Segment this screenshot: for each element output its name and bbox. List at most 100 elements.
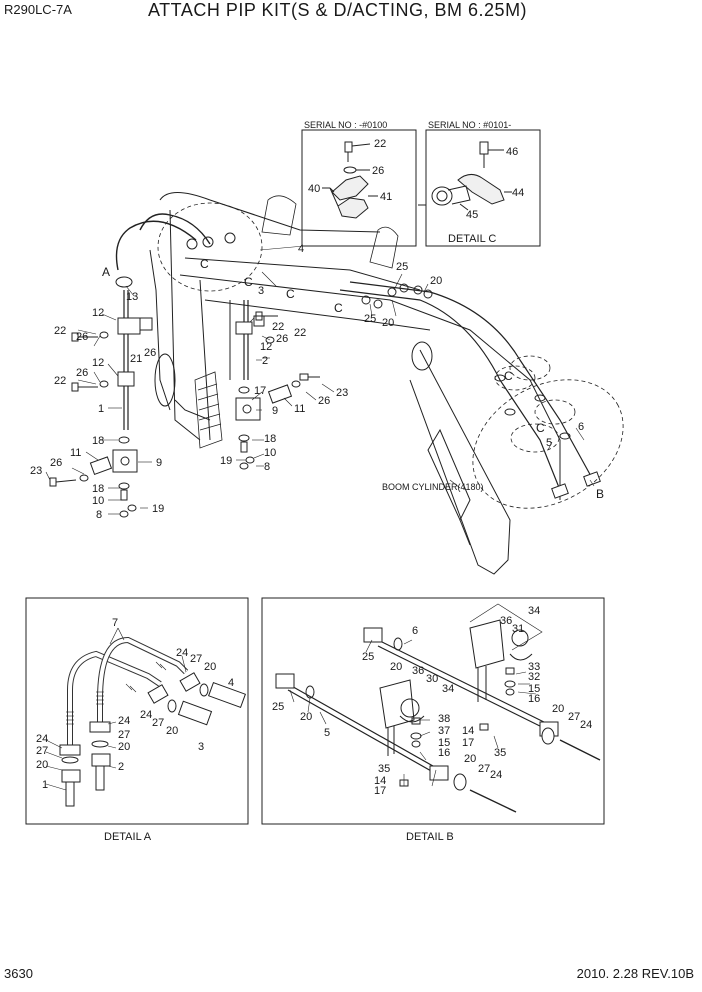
detail-b-callout-17: 17 (462, 737, 474, 749)
callout-22d: 22 (272, 321, 284, 333)
detail-a-callout-2: 2 (118, 761, 124, 773)
callout-4: 4 (298, 243, 304, 255)
callout-8b: 8 (96, 509, 102, 521)
detail-a-callout-1: 1 (42, 779, 48, 791)
detail-b-callout-5: 5 (324, 727, 330, 739)
callout-10b: 10 (92, 495, 104, 507)
detail-a-callout-24c: 24 (36, 733, 48, 745)
callout-10a: 10 (264, 447, 276, 459)
callout-11a: 11 (294, 403, 305, 415)
callout-25b: 25 (364, 313, 376, 325)
detail-b-callout-36b: 36 (412, 665, 424, 677)
detail-b-callout-34b: 34 (442, 683, 454, 695)
callout-11b: 11 (70, 447, 81, 459)
callout-5: 5 (546, 437, 552, 449)
detail-b-callout-32: 32 (528, 671, 540, 683)
detail-b-callout-14b: 14 (374, 775, 386, 787)
callout-18a: 18 (264, 433, 276, 445)
detail-a-callout-24b: 24 (140, 709, 152, 721)
callout-23b: 23 (30, 465, 42, 477)
callout-18c: 18 (92, 483, 104, 495)
detail-b-callout-24b: 24 (490, 769, 502, 781)
detail-b-callout-16: 16 (528, 693, 540, 705)
detail-b-callout-6: 6 (412, 625, 418, 637)
callout-45: 45 (466, 209, 478, 221)
callout-13: 13 (126, 291, 138, 303)
detail-b-callout-30: 30 (426, 673, 438, 685)
detail-a-callout-27b: 27 (152, 717, 164, 729)
detail-b-callout-20d: 20 (464, 753, 476, 765)
detail-b-callout-35b: 35 (378, 763, 390, 775)
detail-a-callout-27d: 27 (118, 729, 130, 741)
callout-40: 40 (308, 183, 320, 195)
detail-a-callout-20c: 20 (36, 759, 48, 771)
callout-6: 6 (578, 421, 584, 433)
detail-b-callout-37: 37 (438, 725, 450, 737)
detail-b-callout-27b: 27 (478, 763, 490, 775)
detail-b-callout-20b: 20 (300, 711, 312, 723)
callout-C3: C (286, 287, 295, 301)
detail-b-callout-38: 38 (438, 713, 450, 725)
callout-B: B (596, 487, 604, 501)
callout-26b: 26 (144, 347, 156, 359)
detail-a-callout-20d: 20 (118, 741, 130, 753)
callout-20b: 20 (382, 317, 394, 329)
serial-box-left (301, 129, 417, 247)
callout-26a: 26 (76, 331, 88, 343)
callout-46: 46 (506, 146, 518, 158)
callout-22b: 22 (54, 375, 66, 387)
detail-c-label: DETAIL C (448, 233, 496, 245)
callout-9b: 9 (156, 457, 162, 469)
revision-date: 2010. 2.28 REV.10B (576, 966, 694, 981)
serial-label-left: SERIAL NO : -#0100 (304, 120, 387, 130)
detail-b-label: DETAIL B (406, 831, 454, 843)
callout-44: 44 (512, 187, 524, 199)
page-title: ATTACH PIP KIT(S & D/ACTING, BM 6.25M) (148, 0, 528, 20)
callout-3: 3 (258, 285, 264, 297)
callout-41: 41 (380, 191, 392, 203)
detail-b-callout-33: 33 (528, 661, 540, 673)
callout-1: 1 (98, 403, 104, 415)
callout-22a: 22 (54, 325, 66, 337)
model-code: R290LC-7A (4, 2, 72, 17)
callout-25: 25 (396, 261, 408, 273)
serial-box-right (425, 129, 541, 247)
detail-a-label: DETAIL A (104, 831, 152, 843)
detail-b-callout-14: 14 (462, 725, 474, 737)
detail-a-callout-24d: 24 (118, 715, 130, 727)
callout-20: 20 (430, 275, 442, 287)
detail-b-callout-16b: 16 (438, 747, 450, 759)
detail-b-callout-35: 35 (494, 747, 506, 759)
boom-cylinder-label: BOOM CYLINDER(4180) (382, 482, 484, 492)
detail-b-callout-15b: 15 (438, 737, 450, 749)
callout-22: 22 (374, 138, 386, 150)
callout-C4: C (334, 301, 343, 315)
detail-b-callout-36: 36 (500, 615, 512, 627)
callout-26: 26 (372, 165, 384, 177)
callout-C5: C (504, 369, 513, 383)
callout-12c: 12 (260, 341, 272, 353)
callout-22c: 22 (294, 327, 306, 339)
detail-b-callout-27: 27 (568, 711, 580, 723)
callout-21: 21 (130, 353, 142, 365)
detail-a-callout-20b: 20 (166, 725, 178, 737)
callout-12a: 12 (92, 307, 104, 319)
detail-b-callout-25b: 25 (272, 701, 284, 713)
detail-a-callout-4: 4 (228, 677, 234, 689)
page-number: 3630 (4, 966, 33, 981)
detail-b-callout-17b: 17 (374, 785, 386, 797)
detail-b-callout-34: 34 (528, 605, 540, 617)
serial-label-right: SERIAL NO : #0101- (428, 120, 511, 130)
callout-8a: 8 (264, 461, 270, 473)
callout-C2: C (244, 275, 253, 289)
detail-b-callout-25: 25 (362, 651, 374, 663)
callout-9a: 9 (272, 405, 278, 417)
callout-18b: 18 (92, 435, 104, 447)
detail-b-callout-20: 20 (390, 661, 402, 673)
callout-C6: C (536, 421, 545, 435)
detail-a-callout-7: 7 (112, 617, 118, 629)
detail-a-callout-24: 24 (176, 647, 188, 659)
callout-19a: 19 (220, 455, 232, 467)
detail-b-callout-20c: 20 (552, 703, 564, 715)
callout-26e: 26 (318, 395, 330, 407)
